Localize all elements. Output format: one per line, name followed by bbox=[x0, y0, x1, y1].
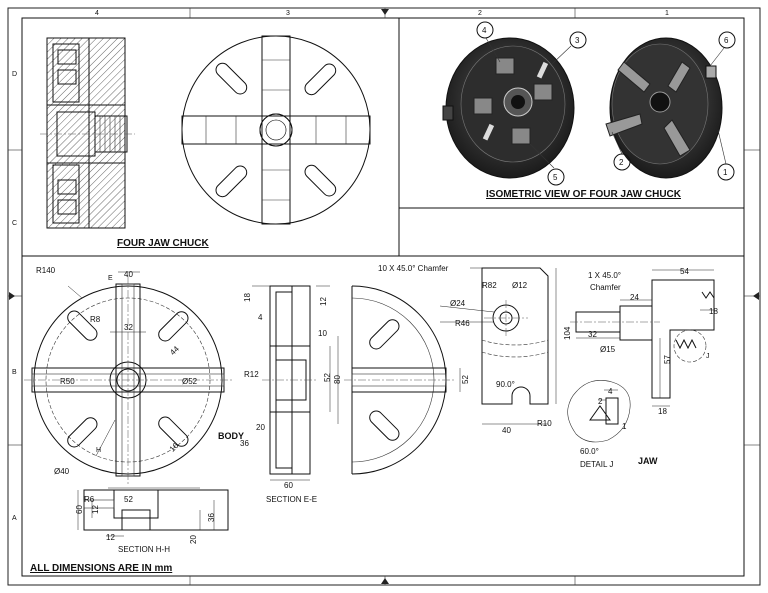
section-h-h-label: SECTION H-H bbox=[118, 545, 170, 554]
dim-hh-60: 60 bbox=[75, 505, 84, 514]
dim-r140: R140 bbox=[36, 266, 56, 275]
balloon-3: 3 bbox=[575, 36, 580, 45]
jaw-front-dims: 10 X 45.0° Chamfer R82 Ø12 Ø24 R46 104 9… bbox=[378, 264, 572, 435]
dim-18a: 18 bbox=[709, 307, 718, 316]
centering-arrow-bottom bbox=[381, 578, 389, 584]
dim-dj-1: 1 bbox=[622, 422, 627, 431]
balloon-4: 4 bbox=[482, 26, 487, 35]
dim-24: 24 bbox=[630, 293, 639, 302]
dim-dj-60: 60.0° bbox=[580, 447, 599, 456]
border-col-3: 3 bbox=[286, 10, 290, 17]
dim-r50: R50 bbox=[60, 377, 75, 386]
border-row-c: C bbox=[12, 220, 17, 227]
section-e-e-view bbox=[252, 285, 339, 481]
dim-60: 60 bbox=[284, 481, 293, 490]
dim-d52: Ø52 bbox=[182, 377, 198, 386]
jaw-side-dims: 1 X 45.0° Chamfer 54 24 18 32 Ø15 57 J 1… bbox=[588, 267, 718, 416]
dim-hh-52: 52 bbox=[124, 495, 133, 504]
dim-57: 57 bbox=[663, 355, 672, 364]
centering-arrow-left bbox=[9, 292, 15, 300]
dim-10: 10 bbox=[318, 329, 327, 338]
dim-52: 52 bbox=[323, 373, 332, 382]
dim-h: H bbox=[96, 447, 101, 454]
dim-80: 80 bbox=[333, 375, 342, 384]
detail-j-dims: 4 2 1 60.0° bbox=[580, 387, 627, 456]
border-row-a: A bbox=[12, 515, 17, 522]
dim-20: 20 bbox=[256, 423, 265, 432]
jaw-title: JAW bbox=[638, 456, 658, 466]
dim-54: 54 bbox=[680, 267, 689, 276]
body-title: BODY bbox=[218, 431, 244, 441]
dim-chamfer2-a: 1 X 45.0° bbox=[588, 271, 621, 280]
border-row-b: B bbox=[12, 369, 17, 376]
dim-hh-r6: R6 bbox=[84, 495, 95, 504]
dim-12: 12 bbox=[319, 297, 328, 306]
dim-104: 104 bbox=[563, 326, 572, 340]
border-col-1: 1 bbox=[665, 10, 669, 17]
dim-chamfer2-b: Chamfer bbox=[590, 283, 621, 292]
body-side-view bbox=[344, 285, 461, 475]
four-jaw-chuck-title: FOUR JAW CHUCK bbox=[117, 238, 209, 249]
dimensions-note: ALL DIMENSIONS ARE IN mm bbox=[30, 563, 172, 574]
dim-90deg: 90.0° bbox=[496, 380, 515, 389]
dim-4: 4 bbox=[258, 313, 263, 322]
dim-r82: R82 bbox=[482, 281, 497, 290]
dim-d24: Ø24 bbox=[450, 299, 466, 308]
isometric-title: ISOMETRIC VIEW OF FOUR JAW CHUCK bbox=[486, 189, 682, 200]
dim-r46: R46 bbox=[455, 319, 470, 328]
border-row-d: D bbox=[12, 71, 17, 78]
dim-32-jaw: 32 bbox=[588, 330, 597, 339]
balloon-5: 5 bbox=[553, 173, 558, 182]
dim-hh-20: 20 bbox=[189, 535, 198, 544]
jaw-side-view bbox=[570, 269, 715, 407]
dim-j: J bbox=[706, 353, 710, 360]
detail-j-view bbox=[567, 380, 631, 443]
part-balloons: 4 3 5 6 2 1 bbox=[476, 21, 736, 186]
centering-arrow-right bbox=[753, 292, 759, 300]
assembly-front-view bbox=[181, 35, 371, 225]
jaw-front-view bbox=[439, 267, 557, 425]
dim-40-jaw: 40 bbox=[502, 426, 511, 435]
dim-d15: Ø15 bbox=[600, 345, 616, 354]
dim-hh-36: 36 bbox=[207, 513, 216, 522]
assembly-section-view bbox=[40, 37, 135, 229]
border-col-2: 2 bbox=[478, 10, 482, 17]
isometric-render-left bbox=[442, 37, 575, 179]
section-e-e-dims: 18 4 12 10 R12 52 80 20 36 60 bbox=[240, 293, 342, 490]
dim-dj-2: 2 bbox=[598, 397, 603, 406]
border-col-4: 4 bbox=[95, 10, 99, 17]
dim-32: 32 bbox=[124, 323, 133, 332]
dim-hh-12: 12 bbox=[91, 505, 100, 514]
dim-hh-12b: 12 bbox=[106, 533, 115, 542]
dim-r12: R12 bbox=[244, 370, 259, 379]
dim-r8: R8 bbox=[90, 315, 101, 324]
centering-arrow-top bbox=[381, 9, 389, 15]
dim-d40: Ø40 bbox=[54, 467, 70, 476]
dim-chamfer-note: 10 X 45.0° Chamfer bbox=[378, 264, 449, 273]
dim-dj-4: 4 bbox=[608, 387, 613, 396]
balloon-1: 1 bbox=[723, 168, 728, 177]
balloon-2: 2 bbox=[619, 158, 624, 167]
isometric-render-right bbox=[605, 37, 723, 179]
dim-side-52: 52 bbox=[461, 375, 470, 384]
dim-18: 18 bbox=[243, 293, 252, 302]
body-front-view bbox=[24, 271, 232, 484]
dim-d12: Ø12 bbox=[512, 281, 528, 290]
dim-e: E bbox=[108, 275, 113, 282]
detail-j-label: DETAIL J bbox=[580, 460, 613, 469]
section-h-h-view bbox=[77, 487, 229, 537]
balloon-6: 6 bbox=[724, 36, 729, 45]
section-h-h-dims: R6 52 60 12 12 20 36 bbox=[75, 495, 216, 544]
dim-36: 36 bbox=[240, 439, 249, 448]
dim-18b: 18 bbox=[658, 407, 667, 416]
section-e-e-label: SECTION E-E bbox=[266, 495, 317, 504]
dim-r10: R10 bbox=[537, 419, 552, 428]
dim-40-top: 40 bbox=[124, 270, 133, 279]
